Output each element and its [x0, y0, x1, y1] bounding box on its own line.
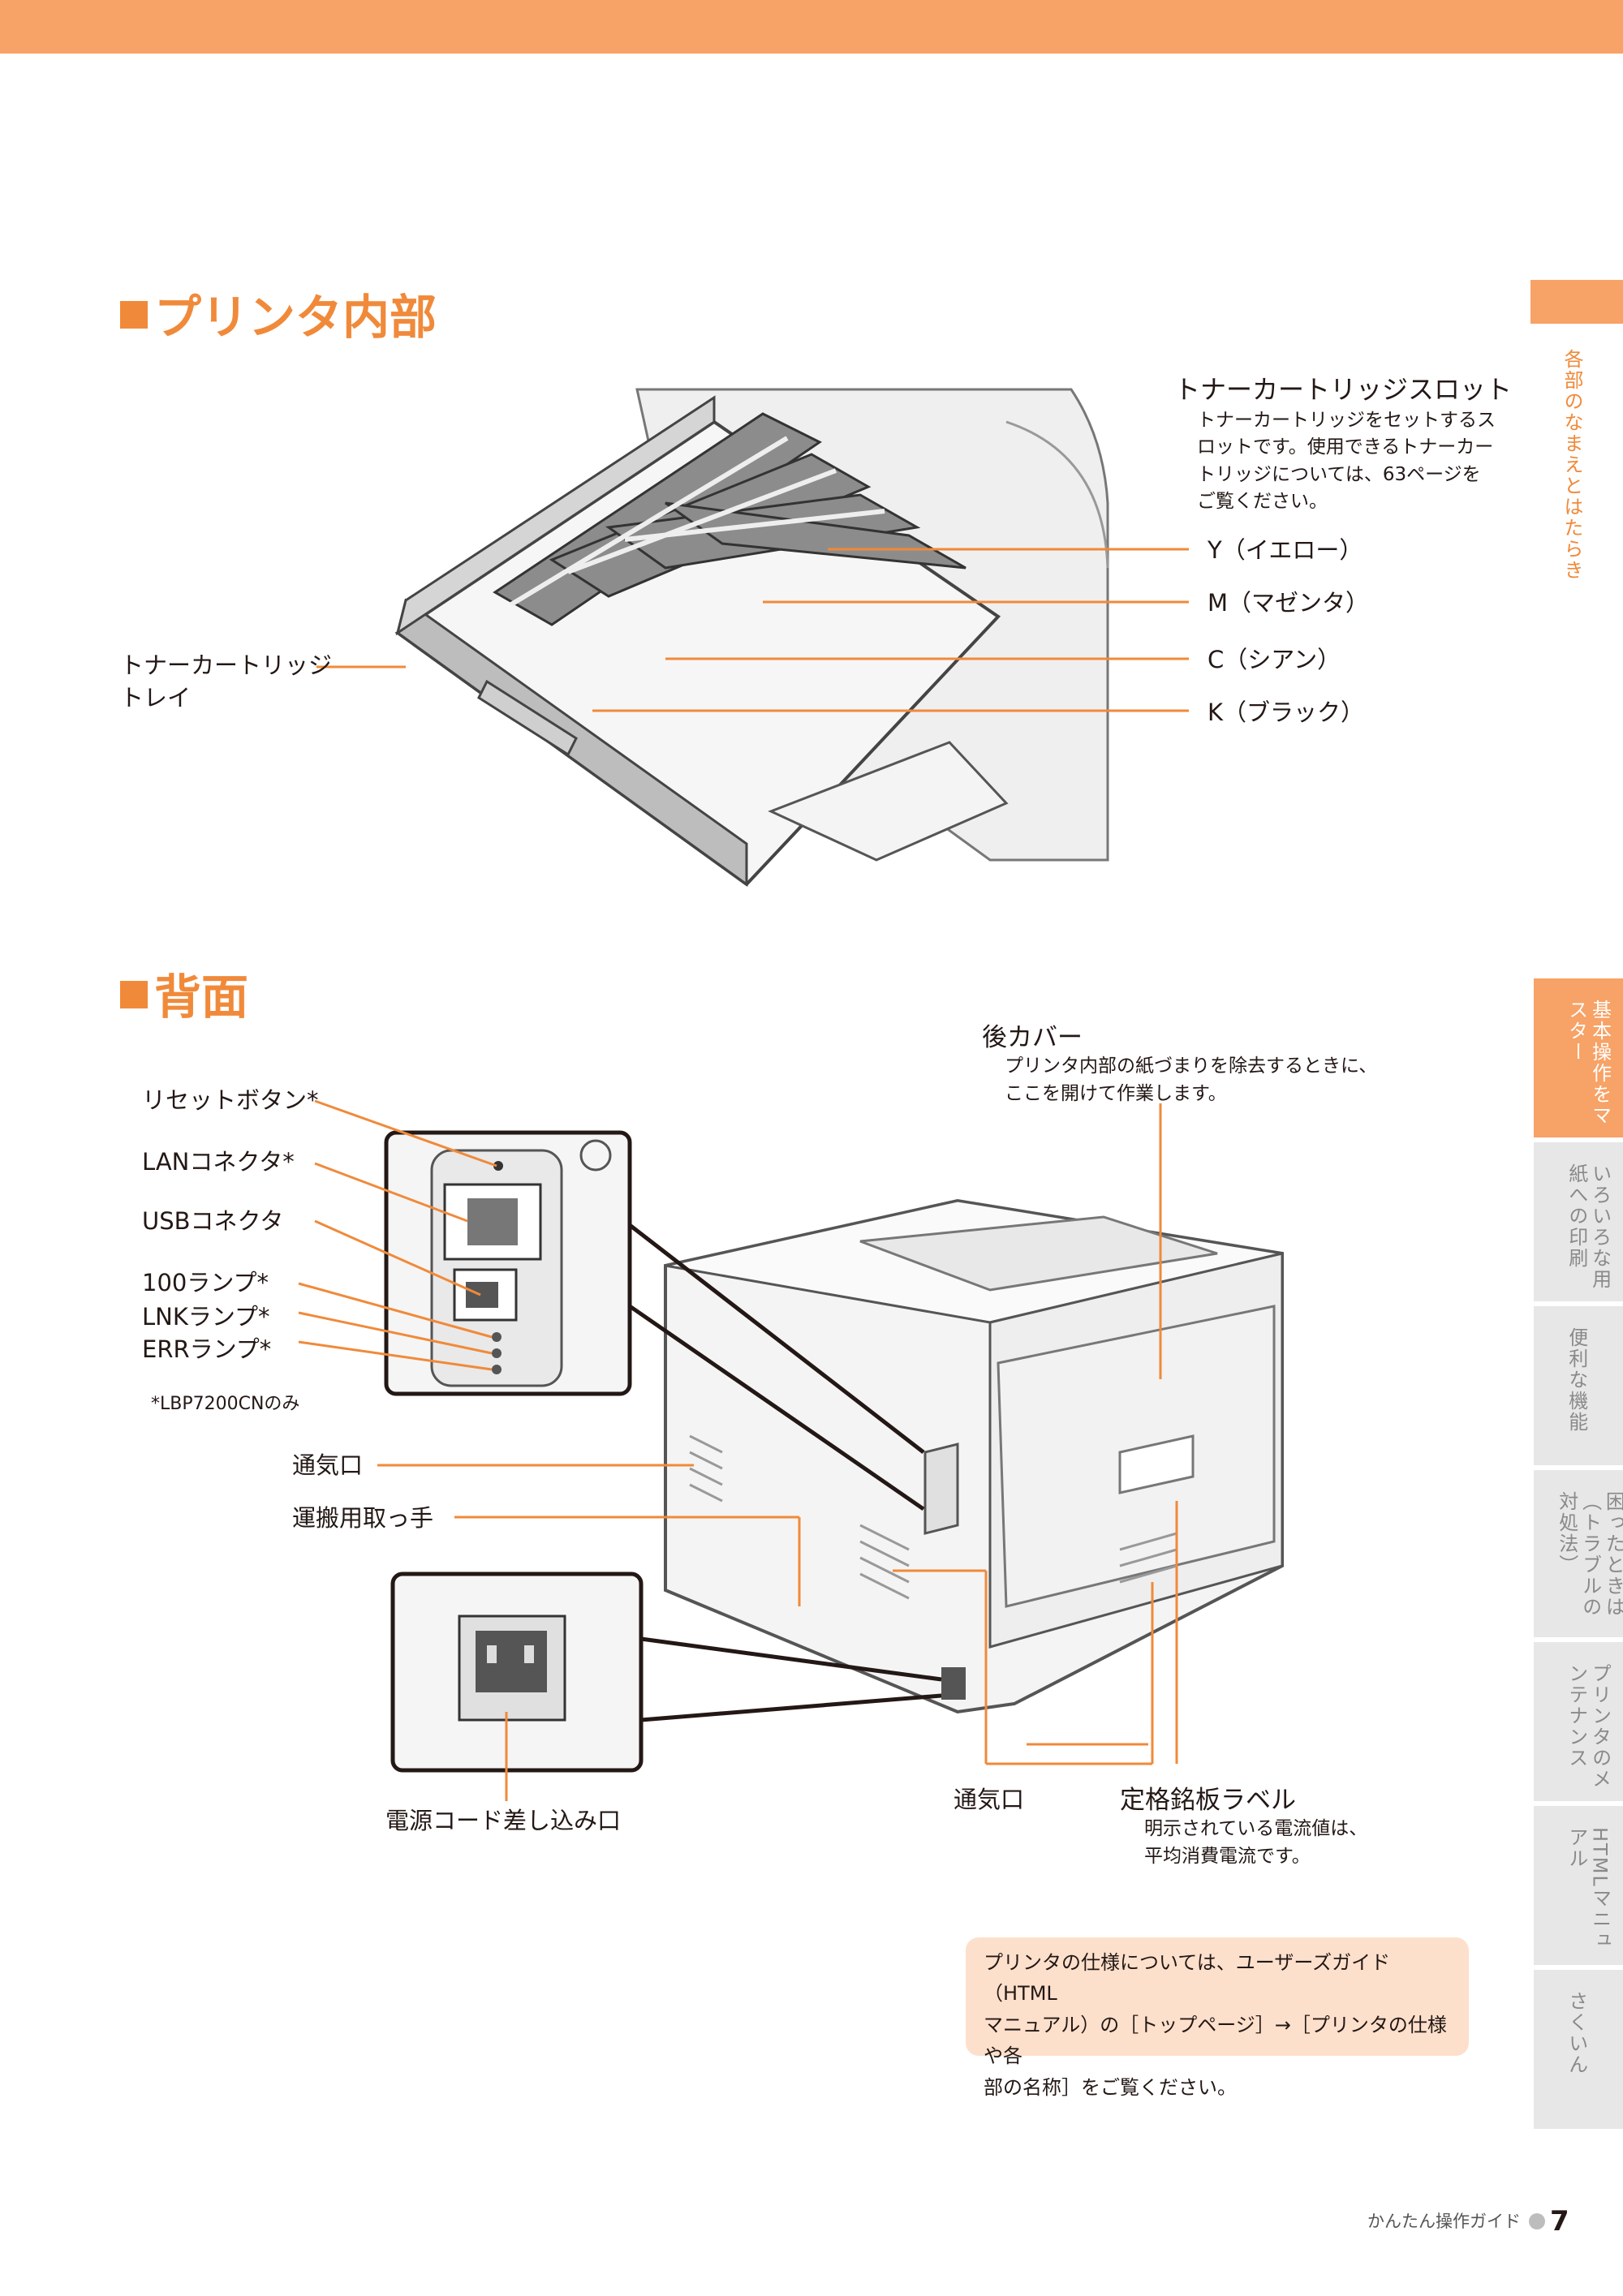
power-socket-label: 電源コード差し込み口 [385, 1807, 622, 1834]
toner-tray-label-line2: トレイ [120, 684, 192, 712]
lamp-err-label: ERRランプ* [142, 1335, 272, 1363]
tab-useful-functions[interactable]: 便利な機能 [1534, 1306, 1623, 1465]
toner-slot-label: トナーカートリッジスロット [1174, 374, 1513, 405]
page-number: 7 [1550, 2205, 1569, 2238]
rating-label-description-line2: 平均消費電流です。 [1144, 1846, 1311, 1867]
carry-handle-label: 運搬用取っ手 [292, 1504, 434, 1532]
lamp-100-label: 100ランプ* [142, 1269, 269, 1296]
tab-index[interactable]: さくいん [1534, 1970, 1623, 2129]
top-banner [0, 0, 1623, 54]
reset-button-label: リセットボタン* [142, 1086, 319, 1114]
rating-label-title: 定格銘板ラベル [1120, 1786, 1296, 1815]
slot-black-label: K（ブラック） [1208, 699, 1365, 726]
chapter-marker [1530, 280, 1623, 324]
guide-title: かんたん操作ガイド [1367, 2212, 1521, 2231]
section-title-interior: プリンタ内部 [120, 294, 437, 341]
square-bullet-icon [120, 301, 148, 329]
tab-troubleshooting[interactable]: 困ったときは（トラブルの対処法） [1534, 1470, 1623, 1637]
slot-magenta-label: M（マゼンタ） [1208, 589, 1370, 617]
info-note-line2: マニュアル）の［トップページ］→［プリンタの仕様や各 [984, 2013, 1447, 2068]
tab-various-paper[interactable]: いろいろな用紙への印刷 [1534, 1142, 1623, 1301]
usb-connector-label: USBコネクタ [142, 1207, 284, 1235]
rating-label-description-line1: 明示されている電流値は、 [1144, 1818, 1368, 1839]
tab-html-manual[interactable]: HTMLマニュアル [1534, 1806, 1623, 1965]
tab-maintenance[interactable]: プリンタのメンテナンス [1534, 1642, 1623, 1801]
chapter-title: 各部のなまえとはたらき [1561, 349, 1583, 581]
toner-tray-label-line1: トナーカートリッジ [120, 651, 333, 679]
vent-label-side: 通気口 [292, 1451, 364, 1479]
footer-dot-icon [1529, 2213, 1545, 2229]
square-bullet-icon [120, 981, 148, 1008]
page-footer: かんたん操作ガイド 7 [1367, 2205, 1569, 2238]
rear-cover-label: 後カバー [982, 1023, 1083, 1052]
rear-cover-description-line1: プリンタ内部の紙づまりを除去するときに、 [1005, 1056, 1378, 1077]
info-note-line1: プリンタの仕様については、ユーザーズガイド（HTML [984, 1951, 1391, 2006]
vent-label-rear: 通気口 [954, 1786, 1025, 1813]
info-note-box: プリンタの仕様については、ユーザーズガイド（HTML マニュアル）の［トップペー… [966, 1937, 1469, 2099]
rear-cover-description-line2: ここを開けて作業します。 [1005, 1083, 1227, 1104]
tab-basic-operations[interactable]: 基本操作をマスター [1534, 978, 1623, 1137]
section-title-back: 背面 [120, 974, 248, 1021]
model-footnote: *LBP7200CNのみ [151, 1394, 300, 1414]
info-note-line3: 部の名称］をご覧ください。 [984, 2075, 1237, 2099]
toner-slot-description: トナーカートリッジをセットするスロットです。使用できるトナーカートリッジについて… [1197, 410, 1496, 513]
slot-cyan-label: C（シアン） [1208, 646, 1341, 673]
slot-yellow-label: Y（イエロー） [1208, 536, 1363, 564]
lamp-lnk-label: LNKランプ* [142, 1303, 270, 1331]
lan-connector-label: LANコネクタ* [142, 1148, 295, 1176]
